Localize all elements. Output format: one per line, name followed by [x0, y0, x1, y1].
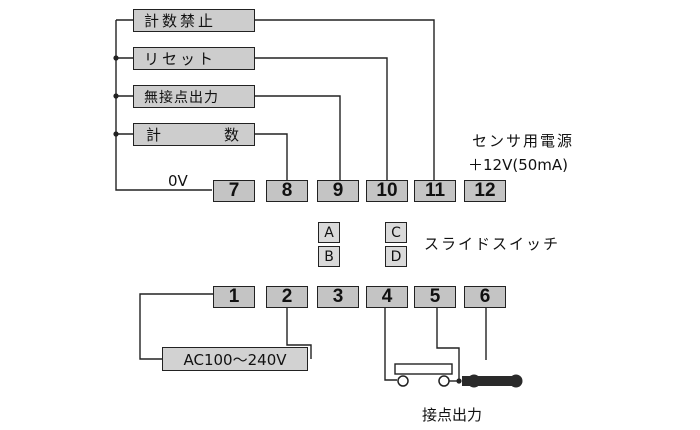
terminal-1: 1 — [213, 286, 255, 308]
terminal-4-label: 4 — [381, 286, 393, 307]
count-inhibit-label: 計数禁止 — [144, 12, 217, 30]
terminal-11-label: 11 — [424, 180, 446, 201]
switch-d-label: D — [390, 248, 402, 265]
terminal-9: 9 — [317, 180, 359, 202]
switch-position-b: B — [318, 246, 340, 267]
no-contact-output-label: 無接点出力 — [144, 89, 219, 106]
switch-position-a: A — [318, 222, 340, 243]
count-box: 計 数 — [133, 123, 255, 146]
terminal-3: 3 — [317, 286, 359, 308]
terminal-1-label: 1 — [228, 286, 240, 307]
contact-output-label: 接点出力 — [422, 406, 483, 424]
count-label-a: 計 — [146, 126, 165, 144]
terminal-8-label: 8 — [281, 180, 293, 201]
ac-supply-label: AC100～240V — [183, 350, 287, 369]
switch-position-c: C — [385, 222, 407, 243]
terminal-12-label: 12 — [474, 180, 496, 201]
terminal-5-label: 5 — [429, 286, 441, 307]
sensor-voltage-label: ＋12V(50mA) — [468, 156, 569, 174]
terminal-4: 4 — [366, 286, 408, 308]
terminal-2: 2 — [266, 286, 308, 308]
switch-a-label: A — [324, 224, 334, 241]
terminal-5: 5 — [414, 286, 456, 308]
terminal-10-label: 10 — [376, 180, 398, 201]
zero-volt-label: 0V — [168, 172, 188, 190]
terminal-9-label: 9 — [332, 180, 344, 201]
reset-box: リセット — [133, 47, 255, 70]
terminal-11: 11 — [414, 180, 456, 202]
reset-label: リセット — [144, 50, 217, 68]
terminal-10: 10 — [366, 180, 408, 202]
terminal-8: 8 — [266, 180, 308, 202]
terminal-6: 6 — [464, 286, 506, 308]
terminal-7: 7 — [213, 180, 255, 202]
terminal-3-label: 3 — [332, 286, 344, 307]
terminal-12: 12 — [464, 180, 506, 202]
switch-b-label: B — [324, 248, 334, 265]
terminal-6-label: 6 — [479, 286, 491, 307]
sensor-power-label: センサ用電源 — [472, 132, 575, 150]
switch-position-d: D — [385, 246, 407, 267]
switch-c-label: C — [391, 224, 401, 241]
slide-switch-label: スライドスイッチ — [424, 235, 561, 253]
ac-supply-box: AC100～240V — [162, 347, 308, 371]
terminal-2-label: 2 — [281, 286, 293, 307]
count-inhibit-box: 計数禁止 — [133, 9, 255, 32]
terminal-7-label: 7 — [228, 180, 240, 201]
no-contact-output-box: 無接点出力 — [133, 85, 255, 108]
count-label-b: 数 — [223, 126, 242, 144]
